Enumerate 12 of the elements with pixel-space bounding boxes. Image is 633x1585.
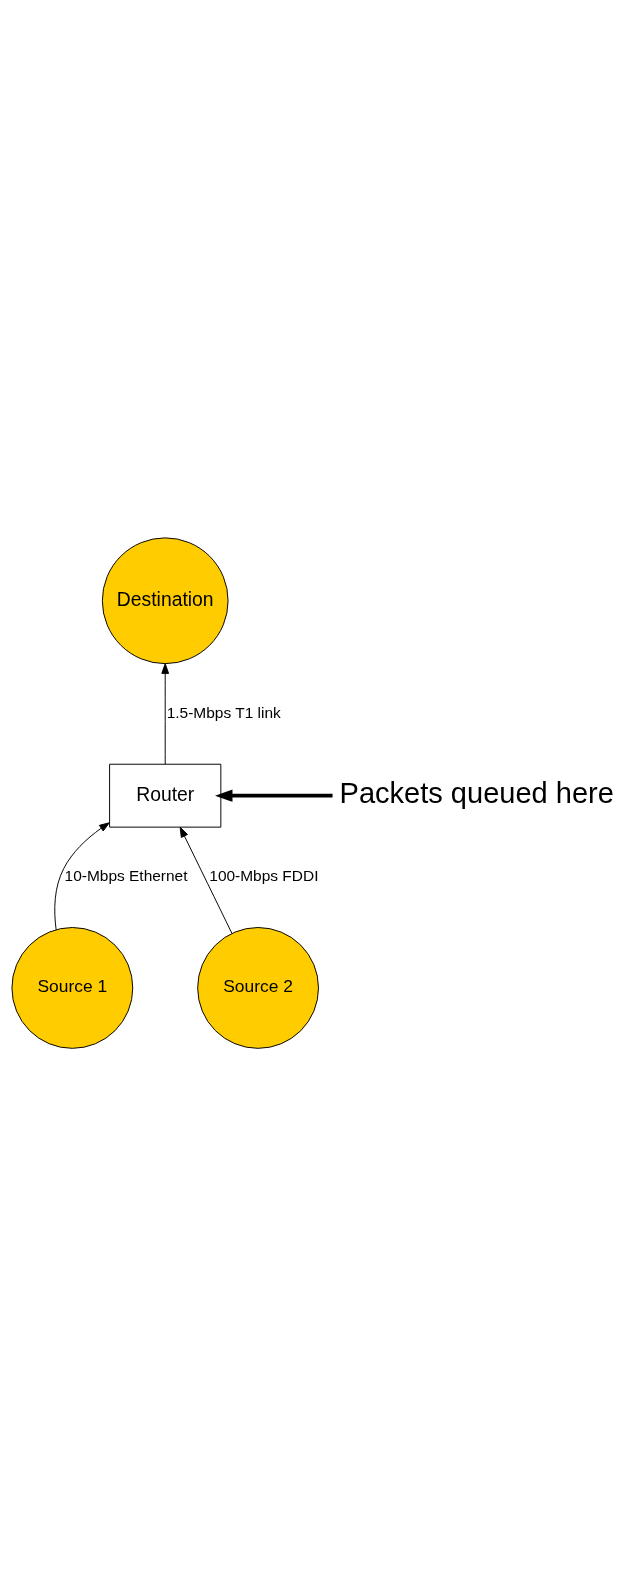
arrow (54, 821, 110, 930)
edge-label: 100-Mbps FDDI (209, 866, 319, 884)
edge-label: 10-Mbps Ethernet (64, 866, 188, 884)
arrow (161, 662, 170, 765)
edge-label: 1.5-Mbps T1 link (166, 703, 281, 721)
node-circle: Source 1 (11, 926, 134, 1049)
node-circle: Source 2 (197, 926, 319, 1049)
arrow (179, 826, 233, 934)
node-circle: Destination (101, 536, 229, 664)
node-box: Router (109, 763, 222, 828)
node-text: Packets queued here (339, 776, 614, 809)
arrow (215, 789, 333, 802)
